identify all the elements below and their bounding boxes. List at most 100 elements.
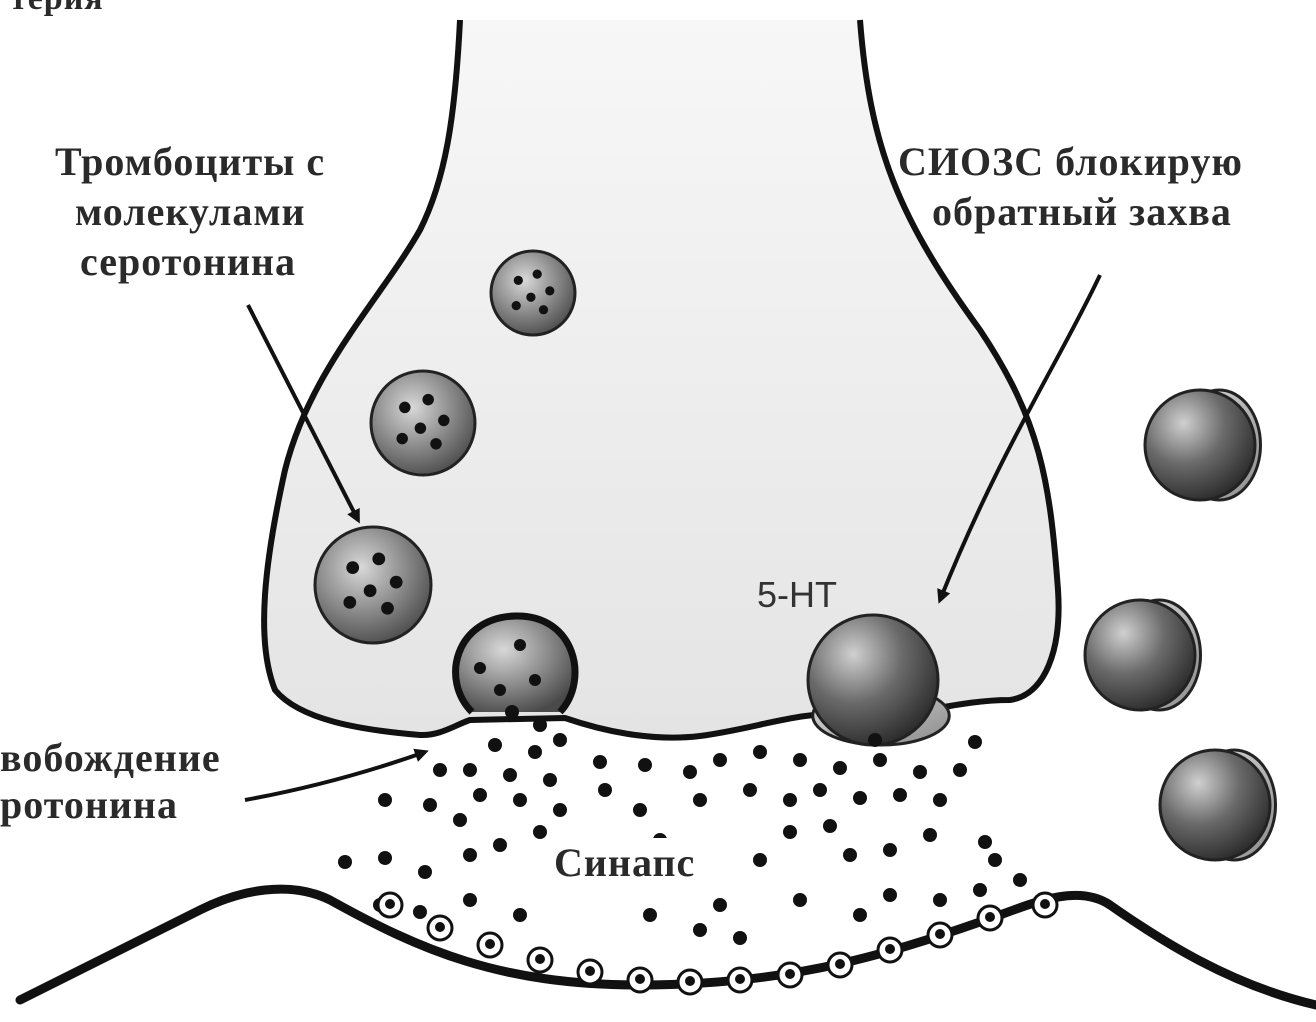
vesicle-molecule (343, 596, 356, 609)
synapse-label: Синапс (548, 838, 701, 888)
vesicle (371, 371, 475, 475)
vesicle (315, 527, 431, 643)
serotonin-molecule (783, 793, 797, 807)
serotonin-molecule (633, 803, 647, 817)
serotonin-molecule (493, 838, 507, 852)
serotonin-molecule (488, 738, 502, 752)
vesicle-molecule (514, 639, 526, 651)
serotonin-molecule (513, 793, 527, 807)
top-left-cut-label: терия (10, 0, 104, 24)
serotonin-molecule (433, 763, 447, 777)
serotonin-molecule (338, 855, 352, 869)
5ht-label: 5-HT (757, 574, 837, 616)
vesicle-molecule (514, 276, 523, 285)
serotonin-molecule (793, 893, 807, 907)
serotonin-molecule (933, 893, 947, 907)
vesicle-molecule (422, 394, 433, 405)
serotonin-molecule (418, 865, 432, 879)
vesicle-molecule (512, 301, 521, 310)
serotonin-molecule (853, 791, 867, 805)
platelets-label-line1: Тромбоциты с (55, 137, 325, 187)
serotonin-molecule (413, 905, 427, 919)
serotonin-molecule (693, 793, 707, 807)
serotonin-molecule (973, 883, 987, 897)
binding-site (878, 938, 902, 962)
vesicle-molecule (346, 561, 359, 574)
vesicle-molecule (539, 305, 548, 314)
serotonin-molecule (473, 788, 487, 802)
serotonin-molecule (843, 848, 857, 862)
fusing-vesicle (456, 616, 575, 712)
binding-site (1033, 893, 1057, 917)
serotonin-molecule (643, 908, 657, 922)
serotonin-molecule (528, 745, 542, 759)
binding-site (478, 933, 502, 957)
serotonin-molecule (513, 908, 527, 922)
serotonin-molecule (593, 755, 607, 769)
serotonin-molecule (833, 761, 847, 775)
binding-site (978, 906, 1002, 930)
serotonin-molecule (868, 733, 882, 747)
serotonin-molecule (893, 788, 907, 802)
vesicle-molecule (545, 286, 554, 295)
serotonin-molecule (923, 828, 937, 842)
serotonin-molecule (883, 843, 897, 857)
serotonin-molecule (913, 765, 927, 779)
binding-site (628, 968, 652, 992)
binding-site (578, 960, 602, 984)
binding-site (378, 893, 402, 917)
serotonin-molecule (978, 835, 992, 849)
release-label-line2: ротонина (0, 780, 178, 830)
serotonin-molecule (813, 783, 827, 797)
serotonin-molecule (533, 718, 547, 732)
serotonin-molecule (638, 758, 652, 772)
serotonin-molecule (823, 819, 837, 833)
vesicle-molecule (474, 662, 486, 674)
vesicle-molecule (533, 269, 542, 278)
serotonin-molecule (753, 853, 767, 867)
serotonin-molecule (968, 735, 982, 749)
receptor (1085, 600, 1201, 710)
serotonin-molecule (423, 798, 437, 812)
serotonin-molecule (463, 893, 477, 907)
vesicle-molecule (526, 293, 535, 302)
serotonin-molecule (453, 813, 467, 827)
serotonin-molecule (713, 753, 727, 767)
binding-site (428, 916, 452, 940)
vesicle-molecule (396, 433, 407, 444)
serotonin-molecule (933, 793, 947, 807)
vesicle-molecule (399, 402, 410, 413)
vesicle-molecule (364, 584, 377, 597)
serotonin-molecule (598, 783, 612, 797)
serotonin-molecule (553, 803, 567, 817)
serotonin-molecule (713, 898, 727, 912)
binding-site (728, 968, 752, 992)
serotonin-molecule (463, 848, 477, 862)
binding-site (528, 948, 552, 972)
vesicle-molecule (372, 553, 385, 566)
serotonin-molecule (783, 825, 797, 839)
serotonin-molecule (503, 768, 517, 782)
serotonin-molecule-group (338, 705, 1047, 945)
vesicle-molecule (438, 415, 449, 426)
serotonin-molecule (988, 853, 1002, 867)
serotonin-molecule (753, 745, 767, 759)
release-label-line1: вобождение (0, 733, 221, 783)
vesicle (491, 251, 575, 335)
serotonin-molecule (693, 923, 707, 937)
receptor (1160, 750, 1276, 860)
vesicle-molecule (529, 674, 541, 686)
serotonin-molecule (378, 793, 392, 807)
vesicle-molecule (430, 438, 441, 449)
serotonin-molecule (733, 931, 747, 945)
serotonin-molecule (1013, 873, 1027, 887)
postsynaptic-membrane (20, 889, 1316, 1005)
serotonin-molecule (378, 851, 392, 865)
vesicle-molecule (494, 684, 506, 696)
vesicle-molecule (415, 422, 426, 433)
serotonin-molecule (553, 733, 567, 747)
arrow-release (245, 752, 425, 800)
serotonin-molecule (463, 763, 477, 777)
serotonin-molecule (533, 825, 547, 839)
